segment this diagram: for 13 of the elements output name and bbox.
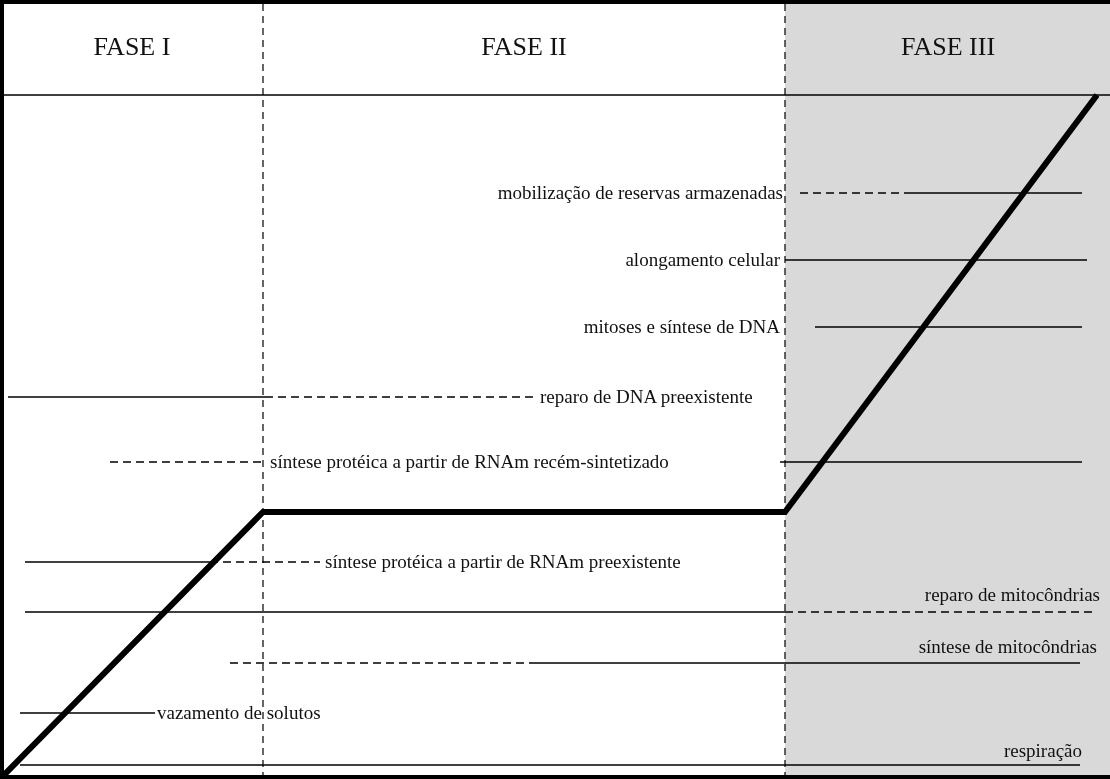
process-label: alongamento celular xyxy=(625,249,780,271)
process-label: respiração xyxy=(1003,740,1082,762)
process-label: mobilização de reservas armazenadas xyxy=(497,182,783,204)
process-label: síntese de mitocôndrias xyxy=(918,636,1097,658)
process-label: reparo de mitocôndrias xyxy=(924,584,1100,606)
process-label: vazamento de solutos xyxy=(157,702,321,724)
process-label: reparo de DNA preexistente xyxy=(540,386,753,408)
phase-heading: FASE I xyxy=(93,32,171,62)
phase-heading: FASE III xyxy=(900,32,996,62)
process-label: mitoses e síntese de DNA xyxy=(583,316,780,338)
phase-heading: FASE II xyxy=(481,32,567,62)
process-label: síntese protéica a partir de RNAm recém-sintetizado xyxy=(270,451,669,473)
process-label: síntese protéica a partir de RNAm preexistente xyxy=(325,551,681,573)
